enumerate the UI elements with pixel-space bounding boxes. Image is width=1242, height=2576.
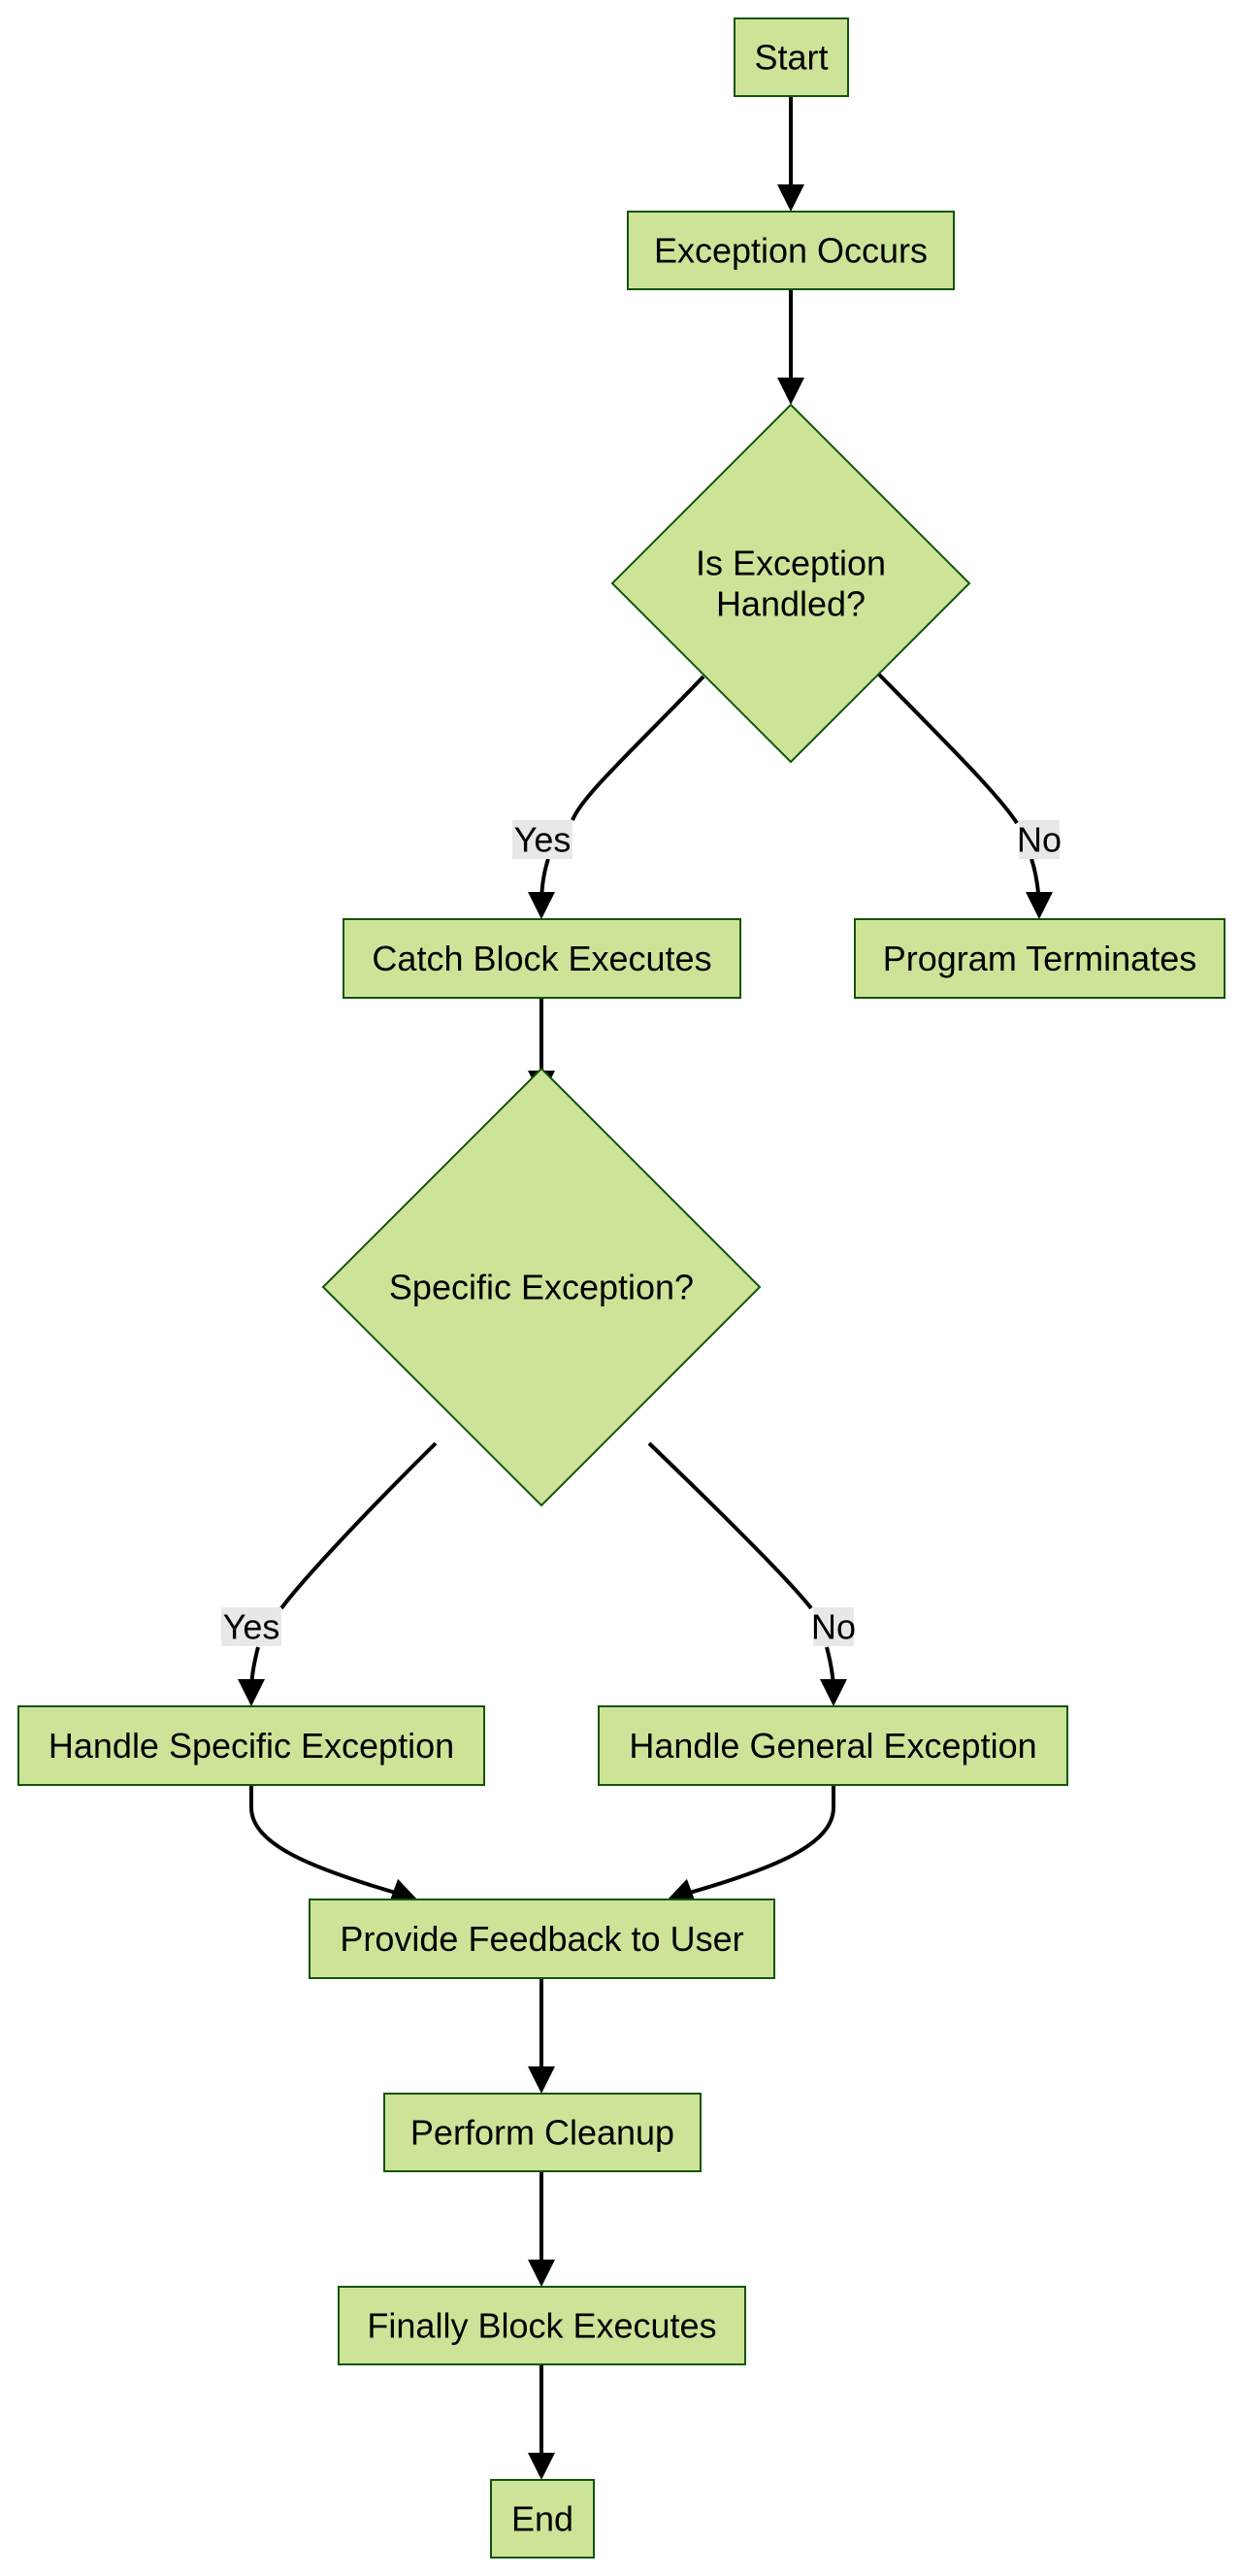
arrowhead-icon — [1026, 892, 1053, 919]
edge-start-exc — [777, 96, 804, 212]
arrowhead-icon — [820, 1679, 847, 1706]
edge-line — [249, 1785, 407, 1898]
node-hgen: Handle General Exception — [598, 1705, 1068, 1786]
edge-handled-catch — [528, 675, 705, 919]
arrowhead-icon — [668, 1878, 696, 1903]
arrowhead-icon — [389, 1878, 417, 1903]
process-box — [490, 2479, 595, 2559]
node-label: Finally Block Executes — [367, 2306, 716, 2346]
node-label: Handle General Exception — [629, 1726, 1036, 1766]
edge-label-background — [221, 1607, 281, 1646]
node-hspec: Handle Specific Exception — [17, 1705, 485, 1786]
node-specific: Specific Exception? — [321, 1067, 762, 1507]
node-label: Exception Occurs — [654, 231, 928, 271]
process-box — [854, 918, 1226, 999]
node-label: Perform Cleanup — [410, 2113, 674, 2153]
edge-label-background — [1019, 820, 1060, 859]
edge-label-no: No — [811, 1607, 856, 1647]
edge-label-background — [512, 820, 572, 859]
node-end: End — [490, 2479, 595, 2559]
arrowhead-icon — [528, 2260, 555, 2287]
edge-exc-handled — [777, 289, 804, 405]
decision-diamond — [610, 403, 971, 764]
decision-diamond — [321, 1067, 762, 1507]
edge-specific-hgen — [647, 1441, 847, 1706]
process-box — [338, 2286, 746, 2365]
edge-label-no: No — [1017, 820, 1062, 860]
process-box — [598, 1705, 1068, 1786]
node-feedback: Provide Feedback to User — [309, 1899, 775, 1979]
arrowhead-icon — [528, 2453, 555, 2480]
edge-label-yes: Yes — [221, 1607, 281, 1647]
edge-handled-term — [877, 673, 1053, 919]
edge-line — [249, 1441, 438, 1693]
arrowhead-icon — [528, 892, 555, 919]
node-label: Catch Block Executes — [372, 939, 711, 978]
arrowhead-icon — [528, 2066, 555, 2094]
process-box — [627, 211, 955, 290]
node-label: Handle Specific Exception — [49, 1726, 454, 1766]
edge-label-background — [813, 1607, 854, 1646]
arrowhead-icon — [238, 1679, 265, 1706]
arrowhead-icon — [777, 378, 804, 405]
node-start: Start — [734, 17, 849, 97]
edge-finally-end — [528, 2364, 555, 2480]
edge-hgen-feedback — [668, 1785, 835, 1903]
node-label: End — [511, 2499, 573, 2539]
edge-cleanup-finally — [528, 2171, 555, 2287]
process-box — [734, 17, 849, 97]
process-box — [17, 1705, 485, 1786]
edge-line — [877, 673, 1041, 906]
process-box — [309, 1899, 775, 1979]
node-term: Program Terminates — [854, 918, 1226, 999]
node-cleanup: Perform Cleanup — [383, 2093, 702, 2172]
process-box — [383, 2093, 702, 2172]
edge-label-text: Yes — [514, 820, 572, 860]
edge-line — [539, 675, 705, 906]
edge-line — [678, 1785, 835, 1898]
edge-specific-hspec — [238, 1441, 438, 1706]
node-label: Start — [754, 38, 828, 78]
node-label-line: Handled? — [716, 584, 866, 624]
node-label-line: Is Exception — [696, 544, 886, 583]
edge-line — [647, 1441, 835, 1693]
arrowhead-icon — [777, 184, 804, 212]
node-label: Provide Feedback to User — [340, 1919, 743, 1959]
node-label: Program Terminates — [883, 939, 1196, 978]
edge-label-text: No — [811, 1607, 856, 1647]
edge-feedback-cleanup — [528, 1978, 555, 2094]
node-catch: Catch Block Executes — [343, 918, 741, 999]
node-finally: Finally Block Executes — [338, 2286, 746, 2365]
edge-label-text: No — [1017, 820, 1062, 860]
process-box — [343, 918, 741, 999]
edge-label-yes: Yes — [512, 820, 572, 860]
node-exc: Exception Occurs — [627, 211, 955, 290]
edge-hspec-feedback — [249, 1785, 417, 1903]
node-label: Specific Exception? — [389, 1268, 694, 1307]
edge-label-text: Yes — [223, 1607, 280, 1647]
